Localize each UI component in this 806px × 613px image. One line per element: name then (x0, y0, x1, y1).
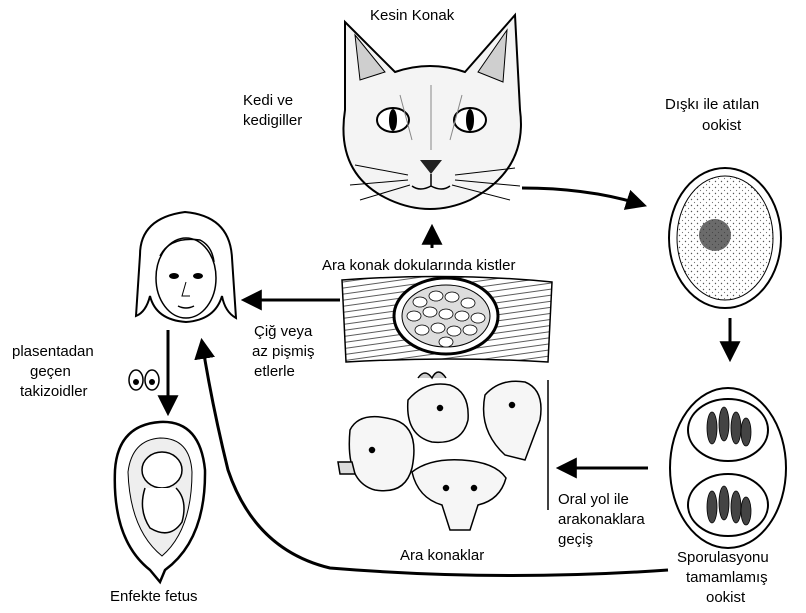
meat-label-line2: az pişmiş (252, 342, 315, 361)
cat-label-line2: kedigiller (243, 111, 302, 130)
intermediate-hosts-illustration (338, 372, 541, 530)
oocyst-label-line2: ookist (702, 116, 741, 135)
definitive-host-label: Kesin Konak (370, 6, 454, 25)
oocyst-label-line1: Dışkı ile atılan (665, 95, 759, 114)
sporulated-oocyst-illustration (670, 388, 786, 548)
sporulated-label-line3: ookist (706, 588, 745, 607)
cat-label-line1: Kedi ve (243, 91, 293, 110)
placenta-label-line1: plasentadan (12, 342, 94, 361)
sporulated-label-line1: Sporulasyonu (677, 548, 769, 567)
sporulated-label-line2: tamamlamış (686, 568, 768, 587)
human-head-illustration (136, 212, 236, 322)
pig-head (349, 417, 414, 491)
meat-label-line1: Çiğ veya (254, 322, 312, 341)
unsporulated-oocyst-illustration (669, 168, 781, 308)
placenta-label-line2: geçen (30, 362, 71, 381)
oral-label-line1: Oral yol ile (558, 490, 629, 509)
oral-label-line3: geçiş (558, 530, 593, 549)
oral-label-line2: arakonaklara (558, 510, 645, 529)
cat-head-illustration (343, 15, 521, 209)
intermediate-hosts-label: Ara konaklar (400, 546, 484, 565)
lamb-head (412, 460, 506, 530)
tissue-cyst-illustration (342, 276, 552, 362)
placenta-label-line3: takizoidler (20, 382, 88, 401)
tissue-cysts-label: Ara konak dokularında kistler (322, 256, 515, 275)
tachyzoites-illustration (129, 370, 159, 390)
infected-fetus-label: Enfekte fetus (110, 587, 198, 606)
infected-fetus-illustration (115, 422, 205, 582)
goat-head (484, 381, 541, 460)
chicken-head (408, 384, 468, 442)
arrow-cat-to-oocyst (522, 188, 643, 205)
meat-label-line3: etlerle (254, 362, 295, 381)
